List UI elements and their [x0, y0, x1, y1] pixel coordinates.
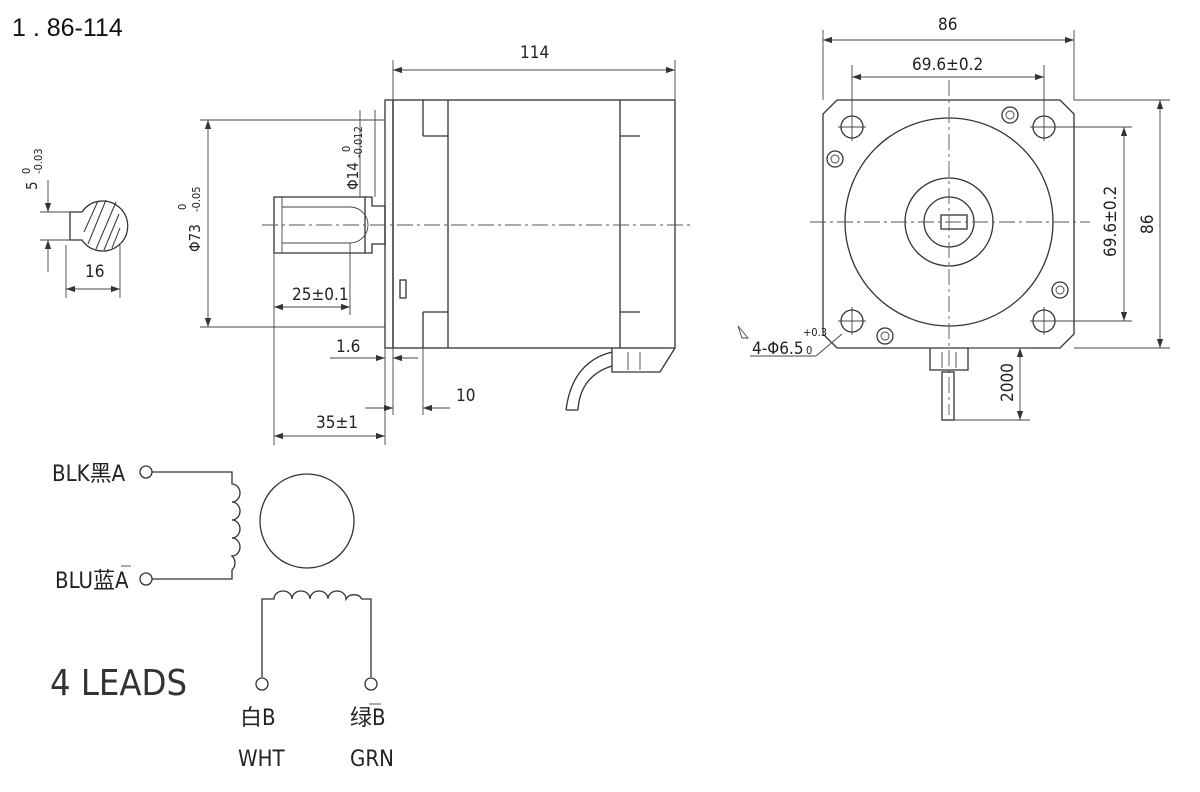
flange-thickness-label: 10 — [456, 386, 475, 406]
terminal-a-bar — [139, 572, 153, 586]
rotor-circle — [259, 473, 355, 569]
shaft-tol-upper-label: 0 — [340, 146, 353, 152]
lead-a-bar-label: BLU蓝A — [55, 569, 129, 594]
shaft-section: 5 0 -0.03 16 — [20, 148, 129, 298]
length-label: 114 — [520, 43, 549, 63]
section-width-label: 16 — [85, 262, 104, 282]
key-width-label: 5 — [23, 181, 41, 190]
shaft-tol-lower-label: -0.012 — [352, 126, 365, 158]
lead-b-bar-cn-label: 绿B — [350, 706, 386, 731]
hole-spacing-h-label: 69.6±0.2 — [912, 55, 983, 75]
shaft-dia-label: Φ14 — [344, 162, 362, 190]
cursor-icon — [737, 325, 749, 339]
hole-spacing-v-label: 69.6±0.2 — [1101, 186, 1121, 257]
shaft-length-label: 35±1 — [316, 413, 358, 433]
lead-b-en-label: WHT — [238, 747, 285, 772]
lead-length-label: 2000 — [998, 363, 1018, 402]
wiring-diagram: BLK黑A BLU蓝A 白B WHT 绿B GRN 4 LEADS — [50, 462, 394, 772]
width-top-label: 86 — [938, 15, 957, 35]
lead-b-bar-en-label: GRN — [350, 747, 394, 772]
key-tol-upper-label: 0 — [20, 168, 33, 174]
key-tol-lower-label: -0.03 — [32, 148, 45, 174]
lead-count-label: 4 LEADS — [50, 663, 187, 704]
boss-tol-lower-label: -0.05 — [190, 186, 203, 212]
boss-height-label: 1.6 — [336, 337, 360, 357]
key-length-label: 25±0.1 — [292, 285, 349, 305]
terminal-b — [255, 677, 269, 691]
lead-a-label: BLK黑A — [52, 462, 126, 487]
boss-dia-label: Φ73 — [186, 224, 204, 252]
drawing-title: 1 . 86-114 — [12, 14, 123, 42]
front-view: 86 69.6±0.2 69.6±0.2 86 4-Φ6.5 +0.3 0 20… — [737, 15, 1170, 421]
terminal-a — [139, 465, 153, 479]
height-right-label: 86 — [1138, 215, 1158, 234]
hole-tol-upper-label: +0.3 — [803, 326, 827, 339]
hole-tol-lower-label: 0 — [806, 344, 812, 357]
boss-tol-upper-label: 0 — [176, 204, 189, 210]
lead-b-cn-label: 白B — [240, 706, 276, 731]
hole-callout-label: 4-Φ6.5 — [752, 339, 804, 359]
terminal-b-bar — [364, 677, 378, 691]
side-view: 114 Φ14 0 -0.012 Φ73 0 -0.05 25±0.1 1.6 … — [176, 43, 690, 445]
